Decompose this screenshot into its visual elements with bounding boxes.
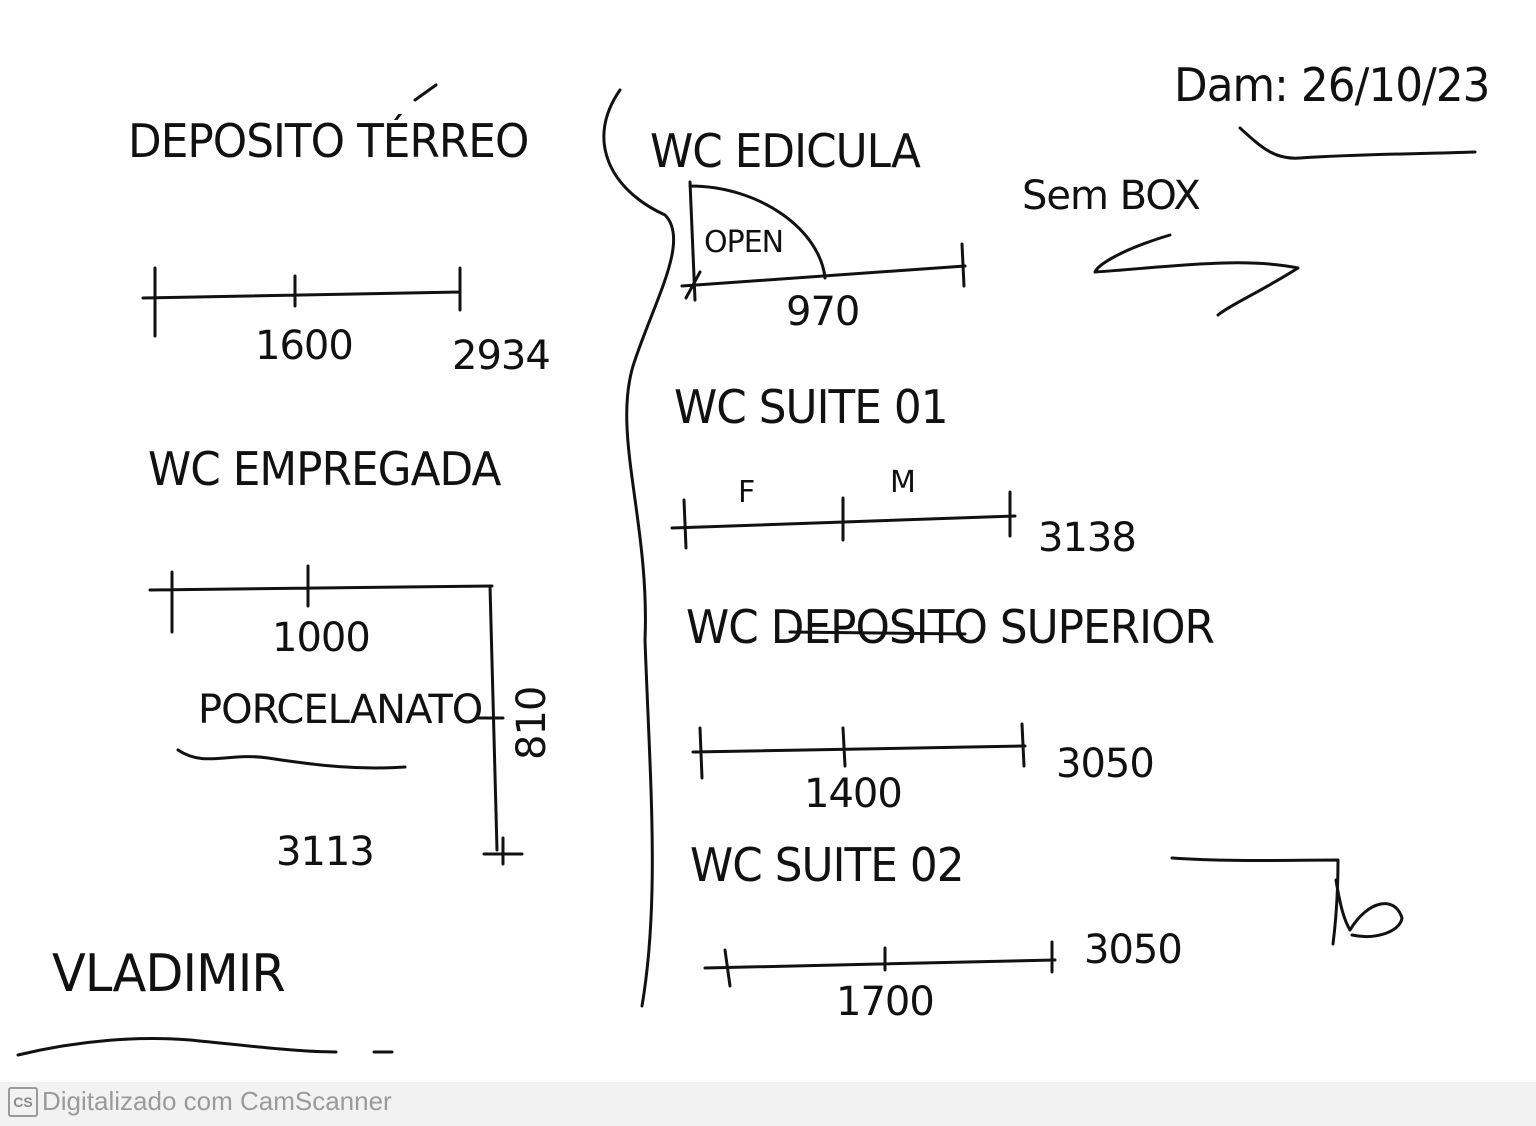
- dimension-3113: 3113: [276, 829, 375, 875]
- heading-deposito-terreo: DEPOSITO TÉRREO: [128, 114, 529, 168]
- dimension-line-empregada: [148, 564, 494, 634]
- dimension-1700: 1700: [836, 979, 935, 1025]
- label-f: F: [738, 475, 755, 510]
- scanner-watermark-text: Digitalizado com CamScanner: [42, 1086, 392, 1116]
- heading-wc-deposito-superior: WC DEPOSITO SUPERIOR: [686, 600, 1215, 654]
- dimension-3050-a: 3050: [1056, 741, 1155, 787]
- dimension-970: 970: [786, 289, 860, 335]
- dimension-line-suite01: [670, 490, 1017, 550]
- dimension-1600: 1600: [255, 323, 354, 369]
- dimension-2934: 2934: [452, 333, 551, 379]
- date-underline: [1238, 126, 1477, 160]
- heading-wc-edicula: WC EDICULA: [650, 124, 921, 178]
- label-open: OPEN: [704, 225, 784, 260]
- dimension-3050-b: 3050: [1084, 927, 1183, 973]
- dimension-810-vertical: 810: [509, 686, 555, 760]
- heading-wc-suite-01: WC SUITE 01: [674, 380, 949, 434]
- heading-wc-suite-02: WC SUITE 02: [690, 838, 965, 892]
- note-sem-box: Sem BOX: [1022, 173, 1201, 219]
- signature-mark: [1170, 856, 1404, 946]
- remark-porcelanato: PORCELANATO: [198, 687, 483, 733]
- dimension-line-superior: [691, 722, 1027, 780]
- dimension-line-deposito: [141, 266, 462, 338]
- dimension-line-suite02: [703, 940, 1057, 988]
- divider-stroke: [602, 88, 676, 1008]
- signature-name: VLADIMIR: [52, 944, 286, 1004]
- dimension-1400: 1400: [804, 771, 903, 817]
- heading-wc-empregada: WC EMPREGADA: [148, 442, 501, 496]
- accent-mark: [413, 83, 438, 102]
- remark-underline: [176, 748, 407, 770]
- dimension-3138: 3138: [1038, 515, 1137, 561]
- strike-through: [788, 630, 967, 636]
- label-m: M: [890, 465, 916, 500]
- camscanner-logo-icon: CS: [8, 1087, 38, 1117]
- date-note: Dam: 26/10/23: [1174, 58, 1490, 112]
- signature-underline: [16, 1037, 338, 1057]
- no-box-scribble: [1093, 233, 1300, 317]
- dimension-line-empregada-vertical: [475, 584, 524, 866]
- scanner-footer: CS Digitalizado com CamScanner: [0, 1082, 1536, 1126]
- dimension-1000: 1000: [272, 615, 371, 661]
- dimension-line-edicula: [680, 242, 967, 300]
